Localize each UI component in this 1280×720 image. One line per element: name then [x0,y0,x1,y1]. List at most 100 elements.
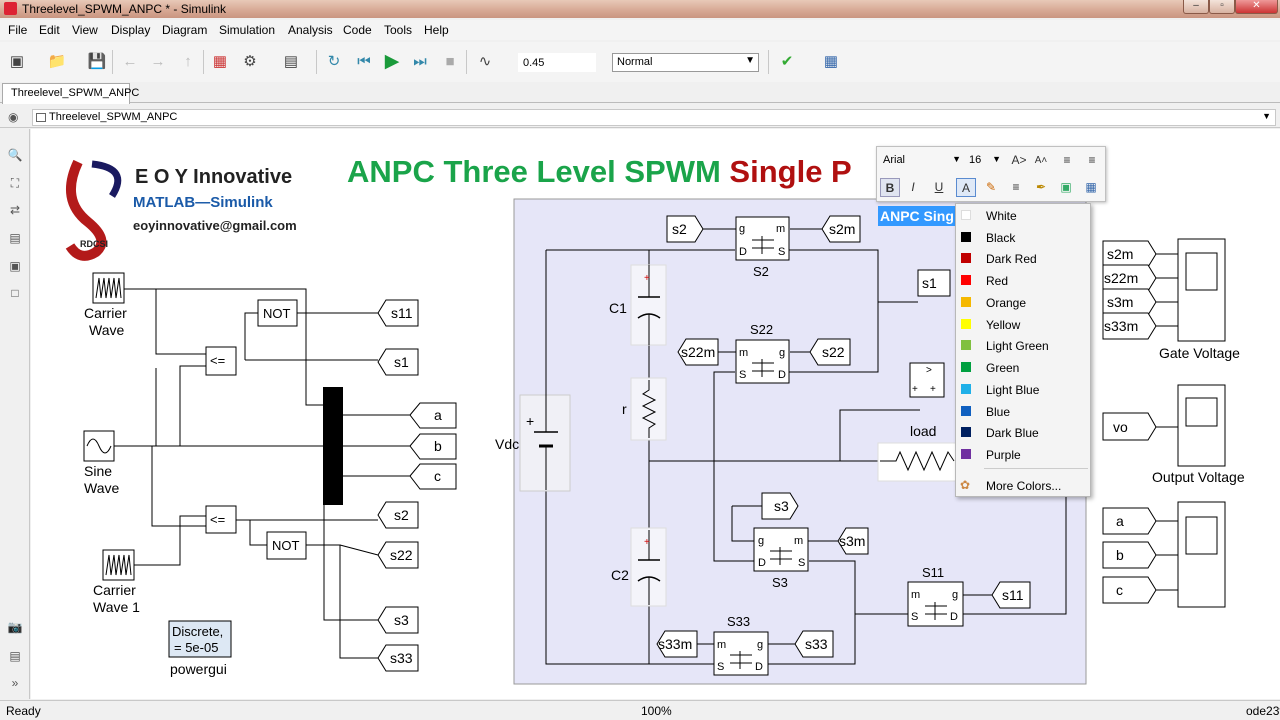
color-dark-blue[interactable]: Dark Blue [956,422,1090,443]
camera-icon[interactable]: 📷 [7,620,23,634]
area-icon[interactable]: □ [11,286,19,300]
tab-model[interactable]: Threelevel_SPWM_ANPC [2,83,139,104]
step-back-icon[interactable]: ⏮ [357,53,371,70]
menu-simulation[interactable]: Simulation [219,23,276,37]
voltage-measurement-block[interactable]: > ++ [909,362,945,398]
color-light-blue[interactable]: Light Blue [956,379,1090,400]
carrier-wave-block[interactable] [92,272,125,304]
selected-annotation[interactable] [878,206,956,226]
compare-block-1[interactable]: <= [205,346,237,376]
from-s22[interactable]: s22 [809,338,851,366]
color-green[interactable]: Green [956,357,1090,378]
save-icon[interactable]: 💾 [87,53,107,70]
goto-s3[interactable]: s3 [377,606,419,634]
from-s11[interactable]: s11 [991,581,1031,609]
fit-view-icon[interactable]: ⛶ [10,176,20,190]
highlight-icon[interactable]: ✎ [985,180,997,194]
goto-b[interactable]: b [409,433,457,460]
indent-icon[interactable]: ≡ [1063,153,1071,167]
goto-c[interactable]: c [409,463,457,490]
menu-diagram[interactable]: Diagram [162,23,208,37]
font-name-select[interactable]: Arial ▼ [881,152,963,170]
menu-tools[interactable]: Tools [384,23,413,37]
stop-icon[interactable]: ■ [445,53,455,70]
gate-voltage-scope[interactable] [1177,238,1226,342]
menu-file[interactable]: File [8,23,28,37]
arrow-icon[interactable]: ⇄ [9,203,21,217]
zoom-icon[interactable]: 🔍 [7,148,23,162]
goto-s33[interactable]: s33 [377,644,419,672]
new-model-icon[interactable]: ▣ [9,53,25,70]
hide-explorer-icon[interactable]: ◉ [8,110,19,124]
up-icon[interactable]: ↑ [184,53,192,70]
font-grow-icon[interactable]: A˃ [1011,153,1027,167]
color-purple[interactable]: Purple [956,444,1090,465]
goto-s2[interactable]: s2 [377,501,419,529]
model-advisor-icon[interactable]: ✔ [780,53,794,70]
model-explorer-icon[interactable]: ▤ [283,53,299,70]
menu-view[interactable]: View [72,23,98,37]
insert-image-icon[interactable]: ▣ [1060,180,1072,194]
underline-button[interactable]: U [934,180,944,194]
outdent-icon[interactable]: ≡ [1088,153,1096,167]
dc-voltage-source[interactable]: + [519,392,571,492]
insert-table-icon[interactable]: ▦ [1085,180,1097,194]
goto-s2m[interactable]: s2m [821,215,861,243]
menu-code[interactable]: Code [343,23,372,37]
menu-analysis[interactable]: Analysis [288,23,333,37]
solver-name[interactable]: ode23t [1246,704,1280,718]
sine-wave-block[interactable] [83,430,115,462]
maximize-button[interactable]: ▫ [1209,0,1235,14]
color-yellow[interactable]: Yellow [956,314,1090,335]
mux-block[interactable] [323,387,343,505]
image-icon[interactable]: ▣ [9,259,21,273]
from-s22m-scope[interactable]: s22m [1102,264,1157,292]
goto-s22m[interactable]: s22m [677,338,719,366]
powergui-block[interactable]: Discrete, = 5e-05 [168,620,232,658]
menu-help[interactable]: Help [424,23,449,37]
color-white[interactable]: White [956,205,1090,226]
carrier-wave-1-block[interactable] [102,549,135,581]
not-block-2[interactable]: NOT [266,531,307,560]
model-browser-icon[interactable]: ▤ [9,649,21,663]
font-shrink-icon[interactable]: A˄ [1034,155,1048,166]
output-voltage-scope[interactable] [1177,384,1226,467]
forward-icon[interactable]: → [150,53,166,70]
step-forward-icon[interactable]: ⏭ [413,53,427,70]
color-orange[interactable]: Orange [956,292,1090,313]
capacitor-c2[interactable]: + [630,527,667,607]
build-icon[interactable]: ▦ [823,53,839,70]
record-icon[interactable]: ∿ [478,53,492,70]
goto-s1[interactable]: s1 [377,348,419,376]
color-black[interactable]: Black [956,227,1090,248]
color-red[interactable]: Red [956,270,1090,291]
goto-s22[interactable]: s22 [377,541,419,569]
update-diagram-icon[interactable]: ↻ [327,53,341,70]
menu-display[interactable]: Display [111,23,151,37]
color-light-green[interactable]: Light Green [956,335,1090,356]
compare-block-2[interactable]: <= [205,505,237,534]
font-color-icon[interactable]: A [956,178,976,197]
load-resistor[interactable] [877,442,957,482]
abc-scope[interactable] [1177,501,1226,608]
from-s2[interactable]: s2 [666,215,704,243]
simulation-mode-select[interactable]: Normal ▼ [612,53,759,72]
open-icon[interactable]: 📁 [47,53,67,70]
from-s3[interactable]: s3 [761,492,799,520]
model-config-icon[interactable]: ⚙ [243,53,257,70]
goto-s33m[interactable]: s33m [656,630,698,658]
color-dark-red[interactable]: Dark Red [956,248,1090,269]
from-b[interactable]: b [1102,541,1157,569]
stop-time-field[interactable] [518,53,596,72]
goto-s11[interactable]: s11 [377,299,419,327]
menu-edit[interactable]: Edit [39,23,60,37]
back-icon[interactable]: ← [122,53,138,70]
capacitor-c1[interactable]: + [630,264,667,346]
from-s33m-scope[interactable]: s33m [1102,312,1157,340]
annotation-icon[interactable]: ▤ [9,231,21,245]
minimize-button[interactable]: – [1183,0,1209,14]
align-icon[interactable]: ≡ [1012,180,1020,194]
